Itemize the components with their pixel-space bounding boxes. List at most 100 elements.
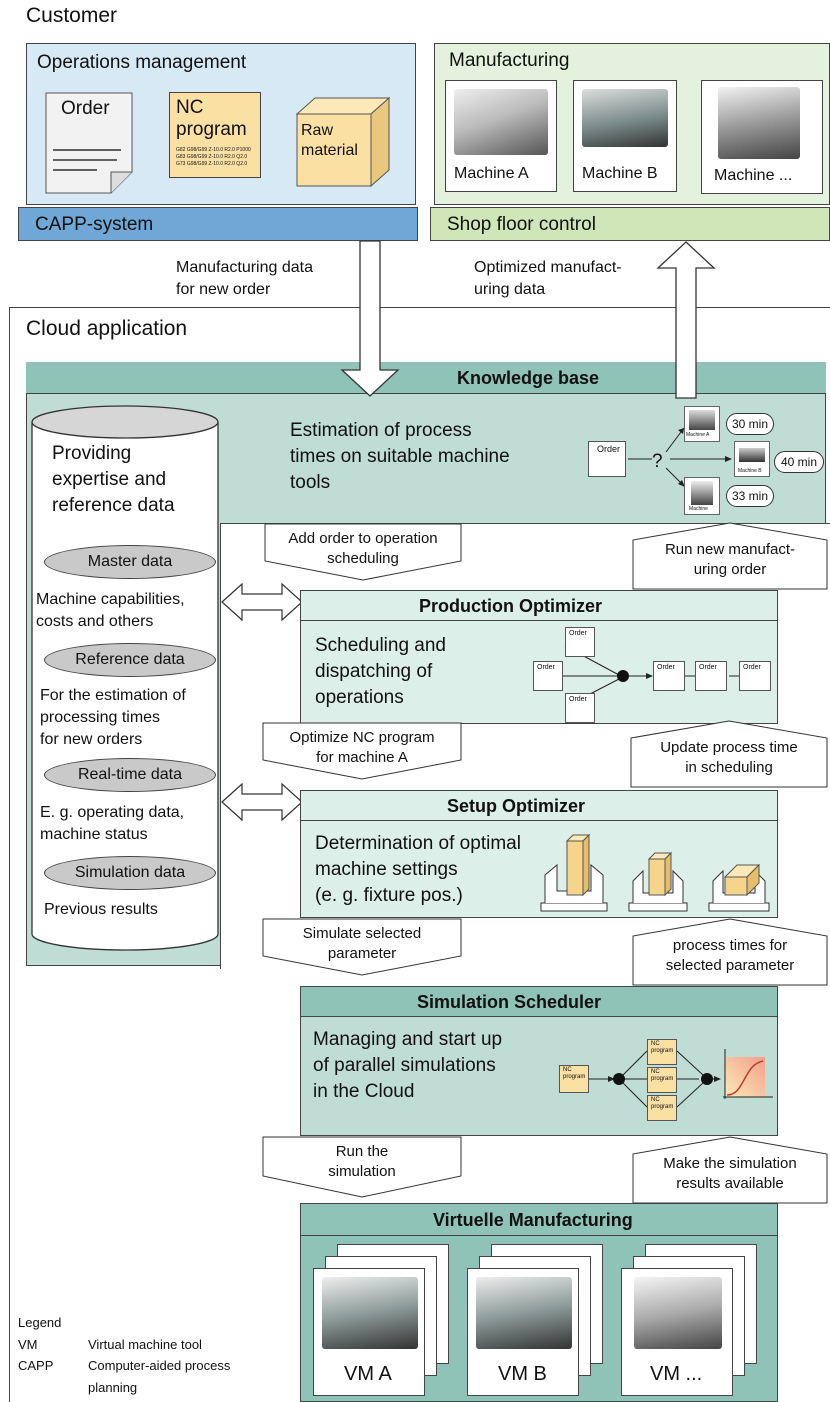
callout-optimize-nc-line-1: Optimize NC program bbox=[289, 729, 435, 746]
vm-more-image bbox=[634, 1277, 722, 1349]
up-arrow-icon bbox=[656, 241, 716, 399]
reference-data-text-2: processing times bbox=[40, 709, 161, 726]
double-arrow-icon bbox=[221, 582, 303, 622]
production-optimizer-text-1: Scheduling and bbox=[315, 635, 446, 656]
po-order-doc-2: Order bbox=[533, 661, 563, 691]
legend-abbr-vm: VM bbox=[18, 1337, 38, 1352]
callout-optimize-nc-line-2: for machine A bbox=[316, 749, 408, 766]
kb-time-33: 33 min bbox=[726, 485, 774, 507]
vm-b-label: VM B bbox=[498, 1363, 547, 1385]
callout-update-time: Update process time in scheduling bbox=[630, 720, 828, 788]
setup-optimizer-title: Setup Optimizer bbox=[447, 796, 586, 816]
kb-text-2: times on suitable machine bbox=[290, 446, 510, 467]
real-time-data-text-2: machine status bbox=[40, 826, 148, 843]
raw-material-cube-icon: Raw material bbox=[295, 96, 391, 188]
ss-nc-program-doc: NC program bbox=[647, 1095, 677, 1121]
machine-card-more: Machine ... bbox=[701, 80, 823, 194]
callout-add-order: Add order to operation scheduling bbox=[264, 523, 462, 581]
kb-time-40: 40 min bbox=[774, 451, 824, 473]
kb-machine-more-image bbox=[691, 481, 713, 505]
callout-simulate-line-2: parameter bbox=[327, 945, 397, 962]
machine-b-image bbox=[582, 89, 668, 147]
setup-optimizer-panel: Setup Optimizer Determination of optimal… bbox=[300, 790, 778, 918]
kb-order-label: Order bbox=[597, 444, 621, 454]
cylinder-title-2: expertise and bbox=[52, 469, 167, 490]
master-data-text-2: costs and others bbox=[36, 613, 154, 630]
simulation-scheduler-text-3: in the Cloud bbox=[313, 1081, 415, 1102]
simulation-data-text-1: Previous results bbox=[44, 901, 158, 918]
reference-data-text-3: for new orders bbox=[40, 731, 143, 748]
po-order-doc-5: Order bbox=[695, 661, 727, 691]
raw-label-2: material bbox=[301, 142, 358, 159]
simulation-scheduler-text-2: of parallel simulations bbox=[313, 1055, 496, 1076]
machine-more-label: Machine ... bbox=[714, 167, 793, 184]
simulation-scheduler-panel: Simulation Scheduler Managing and start … bbox=[300, 986, 778, 1136]
production-optimizer-header bbox=[301, 591, 777, 621]
callout-run-simulation: Run the simulation bbox=[262, 1136, 462, 1198]
machine-card-b: Machine B bbox=[573, 80, 677, 192]
kb-time-30: 30 min bbox=[726, 413, 774, 435]
callout-process-times: process times for selected parameter bbox=[632, 918, 828, 986]
nc-code-1: G82 G98/G99 Z-10.0 R2.0 P1000 bbox=[176, 147, 251, 153]
callout-process-times-line-2: selected parameter bbox=[665, 957, 795, 974]
fixture-settings-icon bbox=[540, 833, 770, 912]
nc-program-title-2: program bbox=[176, 119, 247, 140]
order-label: Order bbox=[61, 98, 110, 119]
kb-machine-a-image bbox=[689, 410, 715, 430]
real-time-data-label: Real-time data bbox=[44, 758, 216, 792]
production-optimizer-text-2: dispatching of bbox=[315, 661, 433, 682]
callout-make-available: Make the simulation results available bbox=[632, 1136, 828, 1204]
setup-optimizer-header bbox=[301, 791, 777, 821]
kb-machine-b-label: Machine B bbox=[738, 468, 762, 474]
machine-a-image bbox=[454, 89, 548, 155]
simulation-data-label: Simulation data bbox=[44, 856, 216, 890]
manufacturing-title: Manufacturing bbox=[449, 50, 570, 71]
callout-run-new-line-1: Run new manufact- bbox=[664, 541, 796, 558]
po-order-doc-3: Order bbox=[565, 693, 595, 723]
callout-update-line-2: in scheduling bbox=[685, 759, 773, 776]
machine-card-a: Machine A bbox=[445, 80, 557, 192]
ss-nc-program-doc: NC program bbox=[559, 1065, 589, 1093]
vm-card-a: VM A bbox=[313, 1268, 425, 1396]
setup-optimizer-text-3: (e. g. fixture pos.) bbox=[315, 885, 463, 906]
callout-run-sim-line-2: simulation bbox=[328, 1163, 396, 1180]
capp-system-bar: CAPP-system bbox=[18, 207, 418, 241]
kb-machine-b-image bbox=[739, 448, 765, 462]
vm-card-more: VM ... bbox=[621, 1268, 733, 1396]
up-flow-label-2: uring data bbox=[474, 281, 546, 298]
cylinder-title-3: reference data bbox=[52, 495, 175, 516]
reference-data-label: Reference data bbox=[44, 643, 216, 677]
down-arrow-icon bbox=[340, 240, 400, 397]
knowledge-base-title: Knowledge base bbox=[457, 368, 600, 388]
order-document-icon: Order bbox=[45, 92, 133, 194]
nc-program-title-1: NC bbox=[176, 97, 204, 118]
kb-machine-a-label: Machine A bbox=[686, 432, 710, 438]
callout-run-new-order: Run new manufact- uring order bbox=[632, 522, 828, 590]
legend-text-capp-2: planning bbox=[88, 1380, 138, 1395]
nc-program-card: NC program G82 G98/G99 Z-10.0 R2.0 P1000… bbox=[169, 92, 261, 178]
callout-simulate-line-1: Simulate selected bbox=[302, 925, 422, 942]
production-optimizer-title: Production Optimizer bbox=[419, 596, 603, 616]
parallel-simulation-flow-icon bbox=[589, 1049, 773, 1108]
callout-update-line-1: Update process time bbox=[660, 739, 798, 756]
production-optimizer-text-3: operations bbox=[315, 687, 404, 708]
callout-simulate-selected: Simulate selected parameter bbox=[262, 918, 462, 976]
kb-text-1: Estimation of process bbox=[290, 420, 472, 441]
legend-title: Legend bbox=[18, 1315, 62, 1330]
machine-more-image bbox=[718, 87, 800, 159]
production-optimizer-panel: Production Optimizer Scheduling and disp… bbox=[300, 590, 778, 724]
customer-title: Customer bbox=[26, 4, 118, 27]
callout-run-new-line-2: uring order bbox=[693, 561, 767, 578]
legend-text-capp-1: Computer-aided process bbox=[88, 1358, 231, 1373]
up-flow-label-1: Optimized manufact- bbox=[474, 259, 622, 276]
kb-machine-more-icon: Machine bbox=[684, 477, 720, 515]
simulation-scheduler-title: Simulation Scheduler bbox=[417, 992, 602, 1012]
operations-management-panel: Operations management Order NC program G… bbox=[26, 43, 416, 205]
kb-text-3: tools bbox=[290, 472, 331, 493]
legend-text-vm: Virtual machine tool bbox=[88, 1337, 202, 1352]
po-order-doc-6: Order bbox=[739, 661, 771, 691]
cloud-application-frame bbox=[9, 307, 830, 1402]
nc-code-2: G83 G98/G99 Z-10.0 R2.0 Q2.0 bbox=[176, 154, 248, 160]
operations-management-title: Operations management bbox=[37, 52, 247, 73]
raw-label-1: Raw bbox=[301, 122, 334, 139]
